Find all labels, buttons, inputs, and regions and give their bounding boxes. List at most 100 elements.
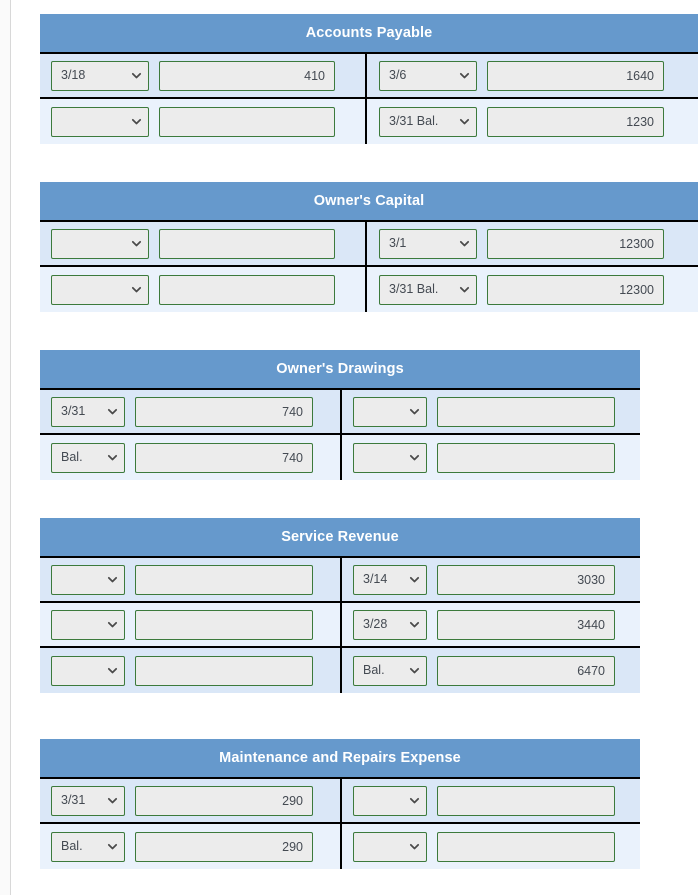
select-value: 3/18	[61, 68, 86, 83]
debit-date-select[interactable]	[51, 106, 149, 137]
credit-side	[340, 390, 640, 433]
table-row: Bal. 740	[40, 435, 640, 480]
chevron-down-icon	[409, 574, 420, 585]
credit-amount-input[interactable]	[437, 785, 615, 816]
debit-side	[40, 558, 340, 601]
debit-date-select[interactable]	[51, 228, 149, 259]
credit-date-select[interactable]: 3/31 Bal.	[379, 106, 477, 137]
credit-amount-input[interactable]: 1640	[487, 60, 664, 91]
chevron-down-icon	[459, 70, 470, 81]
credit-date-select[interactable]	[353, 442, 427, 473]
chevron-down-icon	[107, 795, 118, 806]
debit-amount-input[interactable]	[135, 655, 313, 686]
debit-side	[40, 648, 340, 693]
select-value: 3/1	[389, 236, 407, 251]
credit-amount-input[interactable]: 3030	[437, 564, 615, 595]
credit-side: 3/31 Bal. 12300	[365, 267, 698, 312]
debit-amount-input[interactable]: 290	[135, 785, 313, 816]
debit-side: Bal. 740	[40, 435, 340, 480]
credit-side: 3/6 1640	[365, 54, 698, 97]
select-value: 3/31 Bal.	[389, 282, 439, 297]
select-value: 3/31 Bal.	[389, 114, 439, 129]
table-row: 3/31 290	[40, 779, 640, 824]
chevron-down-icon	[107, 406, 118, 417]
credit-side	[340, 435, 640, 480]
chevron-down-icon	[107, 574, 118, 585]
chevron-down-icon	[409, 841, 420, 852]
select-value: Bal.	[363, 663, 385, 678]
credit-side	[340, 824, 640, 869]
debit-date-select[interactable]: 3/31	[51, 396, 125, 427]
t-account: Owner's Capital 3/1 12300 3/31 Bal. 12300	[40, 182, 698, 312]
credit-date-select[interactable]: 3/6	[379, 60, 477, 91]
credit-side	[340, 779, 640, 822]
debit-side	[40, 99, 365, 144]
debit-side	[40, 222, 365, 265]
debit-date-select[interactable]: 3/18	[51, 60, 149, 91]
select-value: 3/31	[61, 793, 86, 808]
debit-amount-input[interactable]: 290	[135, 831, 313, 862]
chevron-down-icon	[107, 841, 118, 852]
select-value: Bal.	[61, 450, 83, 465]
credit-amount-input[interactable]	[437, 831, 615, 862]
page-left-gutter	[0, 0, 10, 895]
debit-date-select[interactable]	[51, 655, 125, 686]
chevron-down-icon	[131, 70, 142, 81]
select-value: 3/6	[389, 68, 407, 83]
credit-side: 3/31 Bal. 1230	[365, 99, 698, 144]
debit-date-select[interactable]: Bal.	[51, 442, 125, 473]
chevron-down-icon	[107, 452, 118, 463]
chevron-down-icon	[131, 116, 142, 127]
debit-amount-input[interactable]: 410	[159, 60, 335, 91]
debit-amount-input[interactable]	[159, 228, 335, 259]
debit-amount-input[interactable]: 740	[135, 396, 313, 427]
debit-amount-input[interactable]	[135, 609, 313, 640]
credit-amount-input[interactable]: 3440	[437, 609, 615, 640]
table-row: 3/18 410 3/6 1640	[40, 54, 698, 99]
credit-date-select[interactable]	[353, 785, 427, 816]
table-row: 3/1 12300	[40, 222, 698, 267]
chevron-down-icon	[409, 452, 420, 463]
credit-amount-input[interactable]: 1230	[487, 106, 664, 137]
credit-date-select[interactable]: 3/14	[353, 564, 427, 595]
table-row: Bal. 290	[40, 824, 640, 869]
chevron-down-icon	[459, 284, 470, 295]
debit-date-select[interactable]	[51, 274, 149, 305]
select-value: 3/14	[363, 572, 388, 587]
debit-date-select[interactable]	[51, 609, 125, 640]
credit-date-select[interactable]: 3/31 Bal.	[379, 274, 477, 305]
credit-amount-input[interactable]	[437, 442, 615, 473]
debit-date-select[interactable]	[51, 564, 125, 595]
debit-side	[40, 267, 365, 312]
debit-date-select[interactable]: Bal.	[51, 831, 125, 862]
debit-amount-input[interactable]: 740	[135, 442, 313, 473]
t-account-title: Service Revenue	[40, 518, 640, 556]
table-row: 3/28 3440	[40, 603, 640, 648]
debit-amount-input[interactable]	[159, 106, 335, 137]
debit-amount-input[interactable]	[135, 564, 313, 595]
debit-side: Bal. 290	[40, 824, 340, 869]
credit-date-select[interactable]: 3/1	[379, 228, 477, 259]
credit-date-select[interactable]: 3/28	[353, 609, 427, 640]
credit-date-select[interactable]	[353, 831, 427, 862]
credit-amount-input[interactable]: 6470	[437, 655, 615, 686]
credit-amount-input[interactable]: 12300	[487, 228, 664, 259]
t-account-title: Owner's Capital	[40, 182, 698, 220]
chevron-down-icon	[409, 665, 420, 676]
debit-date-select[interactable]: 3/31	[51, 785, 125, 816]
t-account-title: Maintenance and Repairs Expense	[40, 739, 640, 777]
credit-date-select[interactable]	[353, 396, 427, 427]
credit-amount-input[interactable]	[437, 396, 615, 427]
debit-side: 3/31 290	[40, 779, 340, 822]
credit-side: 3/28 3440	[340, 603, 640, 646]
chevron-down-icon	[409, 619, 420, 630]
credit-date-select[interactable]: Bal.	[353, 655, 427, 686]
credit-amount-input[interactable]: 12300	[487, 274, 664, 305]
debit-amount-input[interactable]	[159, 274, 335, 305]
credit-side: 3/14 3030	[340, 558, 640, 601]
